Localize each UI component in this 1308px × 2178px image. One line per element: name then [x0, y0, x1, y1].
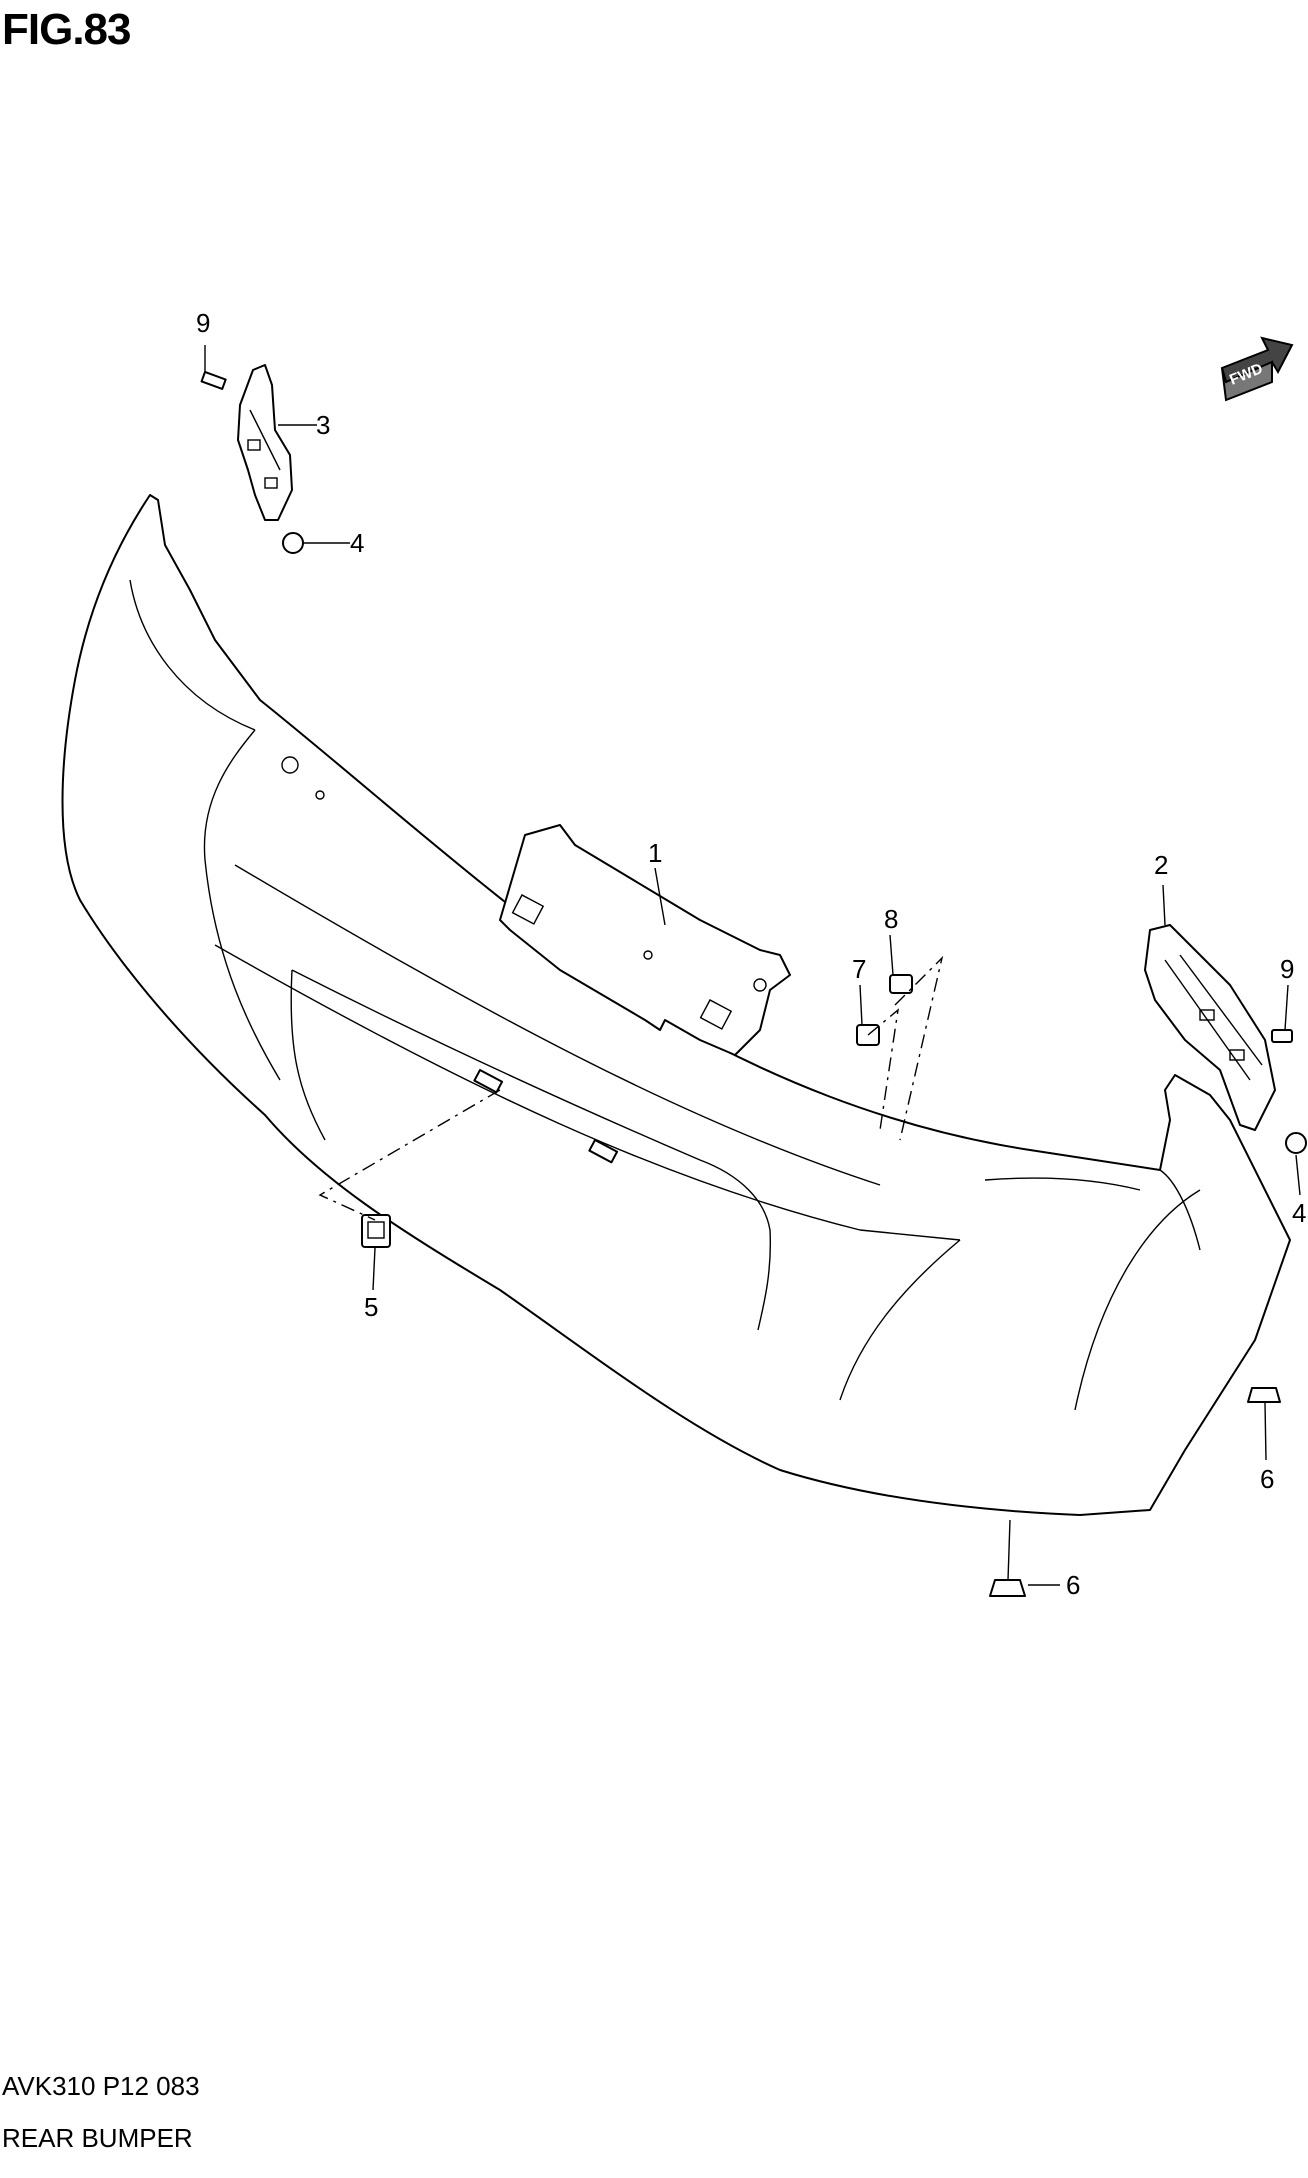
- left-side-bracket[interactable]: [237, 364, 293, 521]
- figure-title: FIG.83: [2, 5, 131, 54]
- clip-6-right[interactable]: [1247, 1387, 1281, 1403]
- callout-7: 7: [852, 954, 866, 984]
- figure-code: AVK310 P12 083: [2, 2071, 200, 2101]
- callout-6-lower: 6: [1066, 1570, 1080, 1600]
- right-side-bracket[interactable]: [1144, 924, 1276, 1131]
- clip-6-lower[interactable]: [989, 1579, 1026, 1597]
- callout-9-upper: 9: [196, 308, 210, 338]
- center-bracket[interactable]: [499, 824, 791, 1056]
- clip-5[interactable]: [361, 1214, 391, 1248]
- fwd-arrow-icon: FWD: [1220, 336, 1294, 402]
- callout-4-upper: 4: [350, 528, 364, 558]
- screw-9-upper[interactable]: [200, 371, 227, 390]
- callout-8: 8: [884, 904, 898, 934]
- callout-3: 3: [316, 410, 330, 440]
- callout-6-right: 6: [1260, 1464, 1274, 1494]
- bumper-cover[interactable]: [61, 494, 1291, 1516]
- nut-4-right[interactable]: [1285, 1132, 1307, 1154]
- bolt-8[interactable]: [889, 974, 913, 994]
- callout-1: 1: [648, 838, 662, 868]
- nut-4-upper[interactable]: [282, 532, 304, 554]
- callout-9-right: 9: [1280, 954, 1294, 984]
- callout-2: 2: [1154, 850, 1168, 880]
- figure-caption: REAR BUMPER: [2, 2123, 193, 2153]
- screw-9-right[interactable]: [1271, 1029, 1293, 1043]
- callout-5: 5: [364, 1292, 378, 1322]
- callout-4-right: 4: [1292, 1198, 1306, 1228]
